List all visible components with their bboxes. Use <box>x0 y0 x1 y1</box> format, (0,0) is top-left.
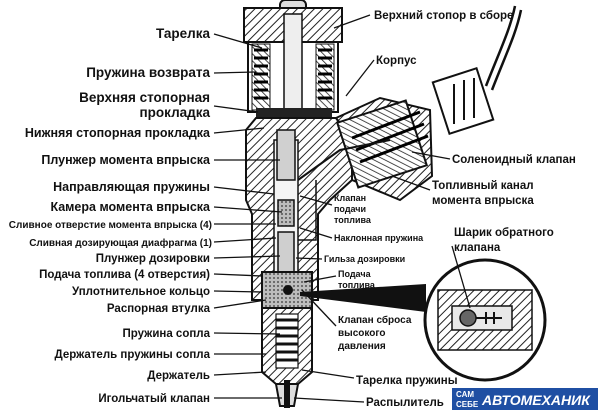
label-korpus: Корпус <box>376 55 417 67</box>
nozzle-spring <box>275 313 299 369</box>
check-ball <box>459 309 477 327</box>
label-klapan-podachi-line3: топлива <box>334 215 372 225</box>
label-kamera: Камера момента впрыска <box>50 200 211 214</box>
label-verkh-prokladka-line1: Верхняя стопорная <box>79 90 210 105</box>
label-tarelka: Тарелка <box>156 26 211 41</box>
label-slivnaya-diafragma: Сливная дозирующая диафрагма (1) <box>29 237 212 249</box>
label-igolchatyy: Игольчатый клапан <box>98 393 210 405</box>
label-nizh-prokladka: Нижняя стопорная прокладка <box>25 126 211 140</box>
label-toplivnyy-kanal-line1: Топливный канал <box>432 180 534 192</box>
left-leaders <box>213 33 283 399</box>
logo-line1: САМ <box>456 390 474 399</box>
site-logo: САМ СЕБЕ АВТОМЕХАНИК <box>452 388 598 410</box>
label-podacha-4: Подача топлива (4 отверстия) <box>39 269 210 281</box>
logo-brand: АВТОМЕХАНИК <box>481 392 591 408</box>
label-verkhniy-stopor: Верхний стопор в сборе <box>374 10 513 22</box>
label-verkh-prokladka-line2: прокладка <box>140 105 211 120</box>
label-slivnoe-otverstie: Сливное отверстие момента впрыска (4) <box>9 220 212 231</box>
right-labels: Верхний стопор в сборе Корпус Соленоидны… <box>324 10 576 409</box>
label-plunzher-dozirovki: Плунжер дозировки <box>96 253 210 265</box>
left-labels: Тарелка Пружина возврата Верхняя стопорн… <box>9 26 212 405</box>
label-raspornaya: Распорная втулка <box>107 303 211 315</box>
label-klapan-podachi-line1: Клапан <box>334 193 366 203</box>
label-solenoidnyy: Соленоидный клапан <box>452 154 576 166</box>
label-pruzhina-vozvrata: Пружина возврата <box>86 65 210 80</box>
label-pruzhina-sopla: Пружина сопла <box>122 328 210 340</box>
label-gilza: Гильза дозировки <box>324 254 405 264</box>
label-derzhatel: Держатель <box>147 370 210 382</box>
right-leaders <box>293 14 471 403</box>
logo-line2: СЕБЕ <box>456 400 479 409</box>
label-klapan-sbrosa-line3: давления <box>338 341 386 352</box>
label-toplivnyy-kanal-line2: момента впрыска <box>432 195 534 207</box>
return-spring <box>251 43 335 111</box>
label-tarelka-pruzhiny: Тарелка пружины <box>356 375 458 387</box>
label-podacha-line1: Подача <box>338 269 372 279</box>
label-podacha-line2: топлива <box>338 280 376 290</box>
label-klapan-sbrosa-line1: Клапан сброса <box>338 314 412 326</box>
label-uplotnitelnoe: Уплотнительное кольцо <box>72 286 210 298</box>
label-plunzher-momenta: Плунжер момента впрыска <box>41 153 211 167</box>
label-raspylitel: Распылитель <box>366 397 444 409</box>
check-ball-inset <box>300 258 547 382</box>
logo-background <box>452 388 598 410</box>
label-naklonnaya: Наклонная пружина <box>334 233 424 243</box>
injector-body <box>243 0 523 408</box>
label-napravlyayushchaya: Направляющая пружины <box>53 180 210 194</box>
label-klapan-sbrosa-line2: высокого <box>338 328 385 339</box>
label-sharik-line1: Шарик обратного <box>454 227 554 239</box>
label-klapan-podachi-line2: подачи <box>334 204 366 214</box>
label-derzhatel-pruzhiny: Держатель пружины сопла <box>55 349 211 361</box>
label-sharik-line2: клапана <box>454 242 501 254</box>
